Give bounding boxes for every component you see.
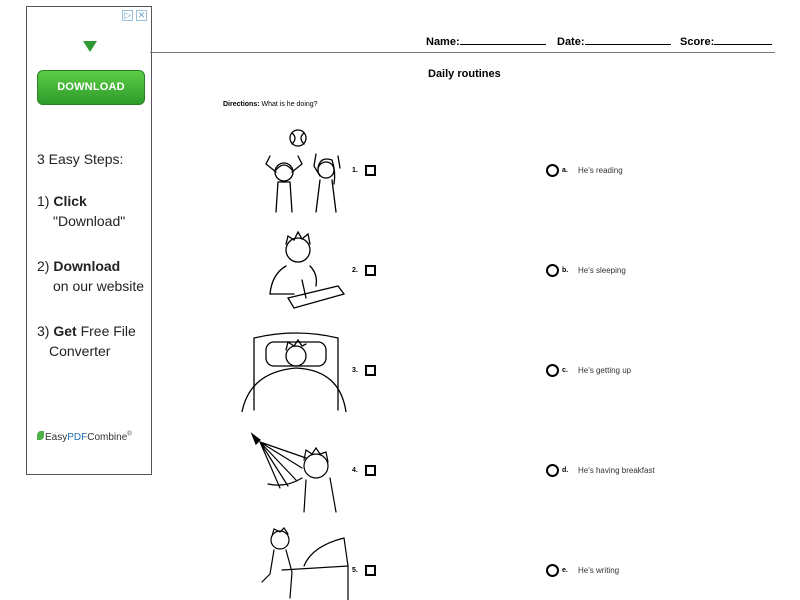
option-text: He's reading: [578, 166, 623, 175]
logo-pdf: PDF: [67, 432, 88, 443]
ad-step-1-number: 1): [37, 193, 50, 209]
option-letter: a.: [562, 167, 568, 174]
date-field: Date:: [557, 34, 671, 48]
option-text: He's sleeping: [578, 266, 626, 275]
leaf-icon: [37, 431, 44, 440]
name-label: Name:: [426, 36, 460, 48]
ad-step-3-bold: Get: [53, 323, 77, 339]
ad-step-2-bold: Download: [53, 258, 121, 274]
download-button[interactable]: DOWNLOAD: [37, 70, 145, 105]
name-field: Name:: [426, 34, 546, 48]
down-arrow-icon: [83, 41, 97, 52]
ad-step-1: 1) Click "Download": [37, 191, 125, 231]
ad-step-2: 2) Download on our website: [37, 256, 144, 296]
directions: Directions: What is he doing?: [223, 101, 318, 108]
score-label: Score:: [680, 36, 715, 48]
ad-step-1-rest: "Download": [53, 213, 126, 229]
ad-step-3-number: 3): [37, 323, 50, 339]
answer-box[interactable]: [365, 265, 376, 276]
directions-text: What is he doing?: [261, 101, 318, 108]
option-letter: d.: [562, 467, 569, 474]
ad-step-2-rest: on our website: [53, 278, 145, 294]
boy-getting-up-picture: [261, 527, 349, 600]
ad-choices-badges[interactable]: ▷ ✕: [122, 10, 147, 21]
option-circle[interactable]: [546, 564, 559, 577]
answer-box[interactable]: [365, 465, 376, 476]
option-circle[interactable]: [546, 164, 559, 177]
boy-writing-picture: [269, 230, 346, 309]
worksheet-title: Daily routines: [428, 68, 501, 80]
ad-step-2-number: 2): [37, 258, 50, 274]
option-text: He's having breakfast: [578, 466, 655, 475]
option-letter: c.: [562, 367, 568, 374]
logo-combine: Combine: [87, 432, 128, 443]
ad-close-icon[interactable]: ✕: [136, 10, 147, 21]
boy-showering-picture: [250, 432, 337, 513]
ad-step-3-rest-1: Free File: [80, 323, 136, 339]
score-blank[interactable]: [714, 34, 773, 45]
name-blank[interactable]: [459, 34, 546, 45]
question-number: 3.: [352, 367, 358, 374]
question-number: 2.: [352, 267, 358, 274]
logo-easy: Easy: [45, 432, 68, 443]
answer-box[interactable]: [365, 165, 376, 176]
ad-steps-title: 3 Easy Steps:: [37, 151, 124, 167]
answer-box[interactable]: [365, 565, 376, 576]
logo-trademark: ®: [127, 431, 132, 438]
ad-panel: ▷ ✕ DOWNLOAD 3 Easy Steps: 1) Click "Dow…: [26, 6, 152, 475]
date-label: Date:: [557, 36, 585, 48]
date-blank[interactable]: [584, 34, 671, 45]
boy-sleeping-picture: [241, 332, 347, 412]
question-number: 1.: [352, 167, 358, 174]
option-letter: b.: [562, 267, 569, 274]
option-text: He's getting up: [578, 366, 632, 375]
question-number: 4.: [352, 467, 358, 474]
option-circle[interactable]: [546, 464, 559, 477]
ad-step-3-rest-2: Converter: [49, 343, 111, 359]
option-circle[interactable]: [546, 264, 559, 277]
option-circle[interactable]: [546, 364, 559, 377]
option-letter: e.: [562, 567, 568, 574]
children-playing-ball-picture: [265, 129, 341, 213]
ad-info-icon[interactable]: ▷: [122, 10, 133, 21]
answer-box[interactable]: [365, 365, 376, 376]
easypdfcombine-logo[interactable]: EasyPDFCombine®: [37, 431, 132, 443]
ad-step-3: 3) Get Free File Converter: [37, 321, 136, 361]
score-field: Score:: [680, 34, 773, 48]
option-text: He's writing: [578, 566, 620, 575]
ad-step-1-bold: Click: [53, 193, 87, 209]
header-divider: [150, 52, 775, 53]
directions-label: Directions:: [223, 101, 260, 108]
question-number: 5.: [352, 567, 358, 574]
